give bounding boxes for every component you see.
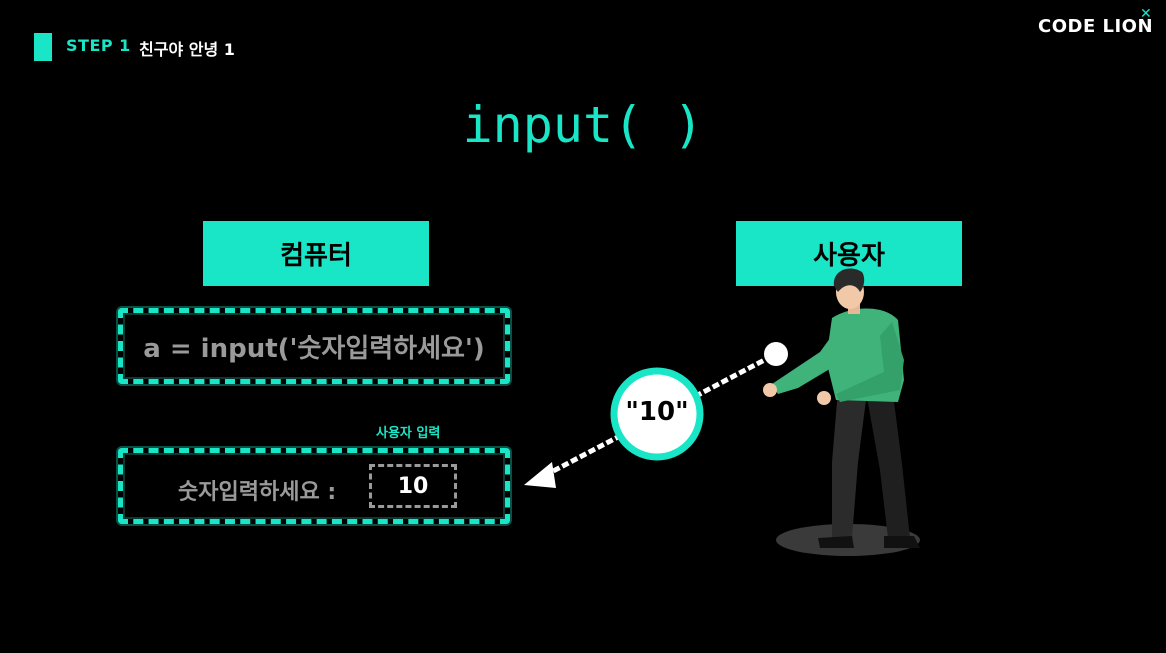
prompt-box — [118, 448, 510, 524]
prompt-text: 숫자입력하세요 : — [178, 480, 337, 505]
input-value-box: 10 — [369, 464, 457, 508]
close-icon: ✕ — [1140, 6, 1152, 22]
brand-logo: CODE LION — [1038, 16, 1154, 37]
bubble-value: "10" — [625, 397, 689, 427]
step-title: 친구야 안녕 1 — [139, 40, 235, 59]
input-value: 10 — [397, 473, 429, 499]
code-line: a = input('숫자입력하세요') — [143, 333, 485, 364]
person-illustration — [763, 268, 920, 556]
step-label: STEP 1 — [66, 36, 131, 55]
computer-label-box: 컴퓨터 — [203, 221, 429, 286]
user-label: 사용자 — [813, 241, 885, 271]
step-marker — [34, 33, 52, 61]
page-title: input( ) — [462, 96, 704, 154]
input-caption: 사용자 입력 — [376, 426, 441, 441]
computer-label: 컴퓨터 — [280, 241, 352, 271]
value-bubble — [610, 367, 704, 461]
ball — [764, 342, 788, 366]
code-box: a = input('숫자입력하세요') — [118, 308, 510, 384]
